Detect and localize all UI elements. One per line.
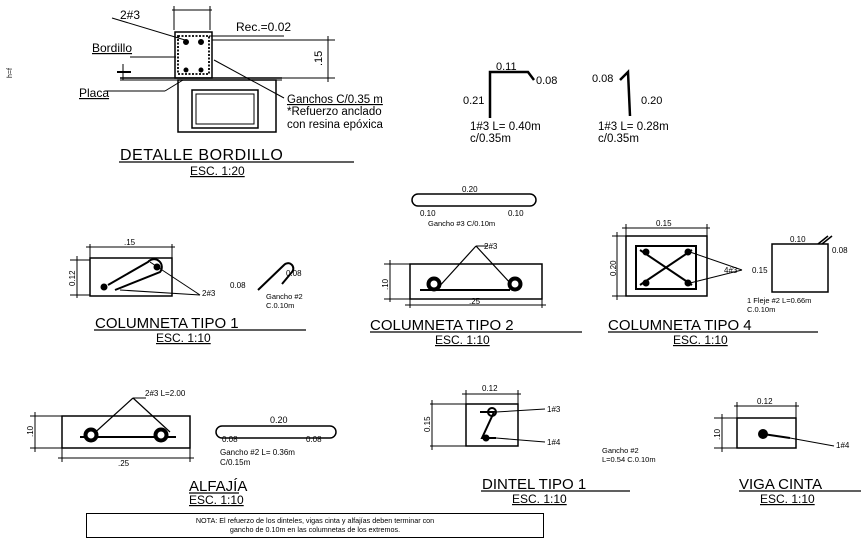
- nota-box: NOTA: El refuerzo de los dinteles, vigas…: [86, 513, 544, 538]
- viga-cinta: [714, 402, 861, 492]
- bordillo-rec-label: Rec.=0.02: [236, 20, 291, 34]
- col4-scale: ESC. 1:10: [673, 333, 728, 347]
- col1-gancho1: Gancho #2: [266, 292, 303, 301]
- alfajia-hook-l: 0.08: [222, 435, 238, 444]
- bordillo-title: DETALLE BORDILLO: [120, 147, 283, 164]
- viga-scale: ESC. 1:10: [760, 492, 815, 506]
- viga-bar: 1#4: [836, 441, 850, 450]
- col1-scale: ESC. 1:10: [156, 331, 211, 345]
- dintel-width: 0.12: [482, 384, 498, 393]
- bordillo-detail: [105, 6, 354, 163]
- columneta-2: [370, 245, 582, 333]
- nota-line-2: gancho de 0.10m en las columnetas de los…: [229, 525, 401, 534]
- hook-detail-1: [488, 70, 535, 118]
- alfajia-scale: ESC. 1:10: [189, 493, 244, 507]
- dintel-bar-top: 1#3: [547, 405, 561, 414]
- alfajia-hook-top: 0.20: [270, 415, 288, 425]
- viga-width: 0.12: [757, 397, 773, 406]
- dintel-bar-bot: 1#4: [547, 438, 561, 447]
- col4-title: COLUMNETA TIPO 4: [608, 317, 752, 334]
- col4-bar: 4#3: [724, 266, 738, 275]
- hook1-right: 0.08: [536, 75, 557, 87]
- hook-detail-2: [619, 69, 632, 117]
- col1-title: COLUMNETA TIPO 1: [95, 315, 239, 332]
- columneta-4: [608, 224, 833, 333]
- alfajia: [30, 397, 337, 494]
- dintel-gancho1: Gancho #2: [602, 446, 639, 455]
- alfajia-gancho2: C/0.15m: [220, 458, 251, 467]
- col1-gancho2: C.0.10m: [266, 301, 294, 310]
- alfajia-gancho1: Gancho #2 L= 0.36m: [220, 448, 295, 457]
- nota-line-1: NOTA: El refuerzo de los dinteles, vigas…: [195, 516, 435, 525]
- placa-label: Placa: [79, 86, 109, 100]
- alfajia-title: ALFAJÍA: [189, 478, 247, 495]
- viga-height: .10: [713, 428, 722, 440]
- gancho3-top: 0.20: [462, 185, 478, 194]
- col4-fleje2: C.0.10m: [747, 305, 775, 314]
- col1-hook-r: 0.08: [286, 269, 302, 278]
- bordillo-bars-label: 2#3: [120, 8, 140, 22]
- viga-title: VIGA CINTA: [739, 476, 822, 493]
- col1-height: 0.12: [68, 270, 77, 286]
- hook2-spec2: c/0.35m: [598, 133, 639, 145]
- dintel-height: 0.15: [423, 416, 432, 432]
- col2-title: COLUMNETA TIPO 2: [370, 317, 514, 334]
- dintel-scale: ESC. 1:10: [512, 492, 567, 506]
- alfajia-bar: 2#3 L=2.00: [145, 389, 186, 398]
- col4-stirrup-right: 0.08: [832, 246, 848, 255]
- dintel-title: DINTEL TIPO 1: [482, 476, 586, 493]
- hook2-spec1: 1#3 L= 0.28m: [598, 121, 669, 133]
- alfajia-width: .25: [118, 459, 130, 468]
- hook1-top: 0.11: [496, 61, 517, 73]
- hook2-right: 0.20: [641, 95, 662, 107]
- hook1-left: 0.21: [463, 95, 484, 107]
- col4-stirrup-top: 0.10: [790, 235, 806, 244]
- gancho3-right: 0.10: [508, 209, 524, 218]
- col4-width: 0.15: [656, 219, 672, 228]
- col4-height: 0.20: [609, 260, 618, 276]
- col1-bar: 2#3: [202, 289, 216, 298]
- gancho3-detail: [411, 193, 537, 207]
- col1-width: .15: [124, 238, 136, 247]
- bordillo-dim-15: .15: [313, 51, 325, 66]
- columneta-1: [70, 244, 306, 331]
- refuerzo-note-1: *Refuerzo anclado: [287, 106, 382, 118]
- refuerzo-note-2: con resina epóxica: [287, 119, 383, 131]
- gancho3-left: 0.10: [420, 209, 436, 218]
- hook1-spec2: c/0.35m: [470, 133, 511, 145]
- bordillo-scale: ESC. 1:20: [190, 164, 245, 178]
- bordillo-label: Bordillo: [92, 41, 132, 55]
- ganchos-label: Ganchos C/0.35 m: [287, 94, 383, 106]
- col2-scale: ESC. 1:10: [435, 333, 490, 347]
- col1-hook-l: 0.08: [230, 281, 246, 290]
- dintel-1: [430, 390, 630, 492]
- gancho3-label: Gancho #3 C/0.10m: [428, 219, 495, 228]
- col2-bar: 2#3: [484, 242, 498, 251]
- col4-dim: 0.15: [752, 266, 768, 275]
- col2-height: .10: [381, 278, 390, 290]
- side-mark: h=f: [7, 68, 14, 78]
- alfajia-hook-r: 0.08: [306, 435, 322, 444]
- alfajia-height: .10: [26, 425, 35, 437]
- col4-fleje1: 1 Fleje #2 L=0.66m: [747, 296, 811, 305]
- hook2-top: 0.08: [592, 73, 613, 85]
- dintel-gancho2: L=0.54 C.0.10m: [602, 455, 656, 464]
- col2-width: .25: [469, 297, 481, 306]
- hook1-spec1: 1#3 L= 0.40m: [470, 121, 541, 133]
